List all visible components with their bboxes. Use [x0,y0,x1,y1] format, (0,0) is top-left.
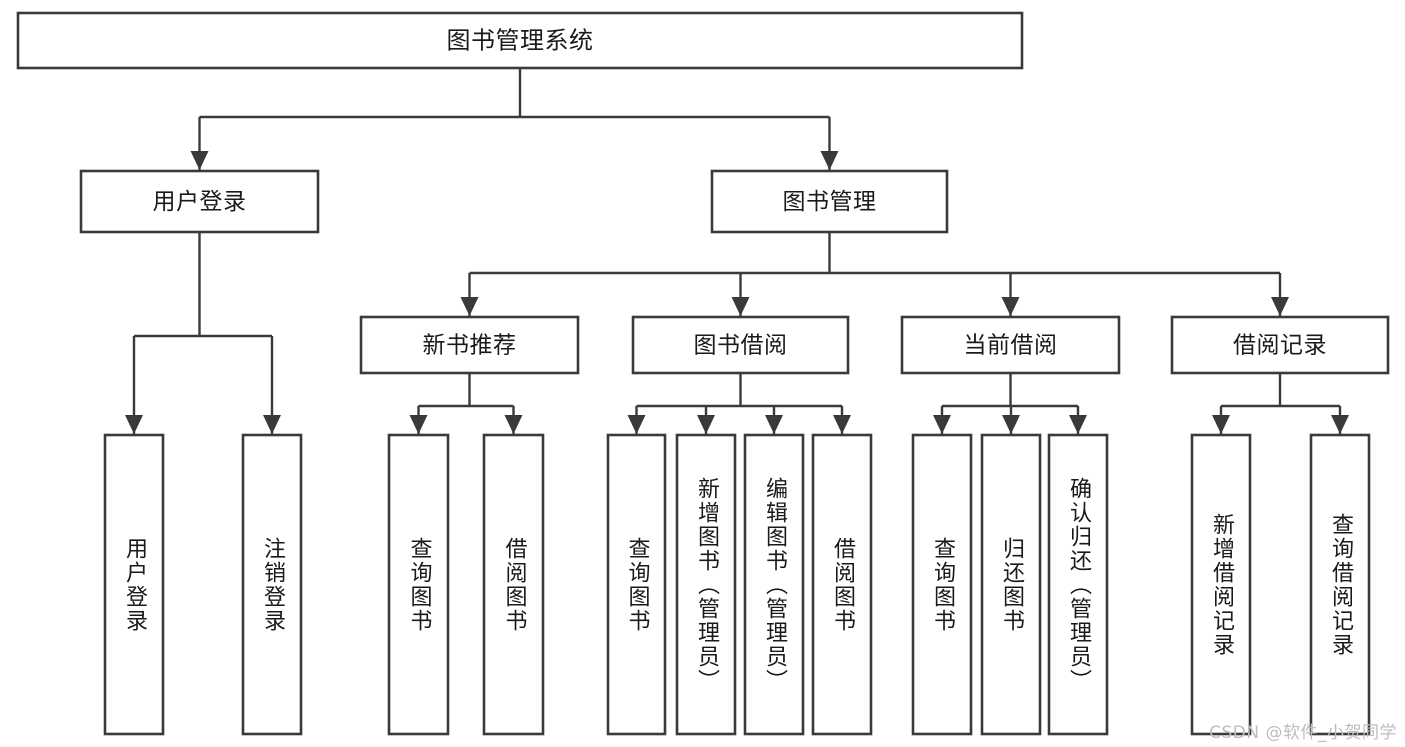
arrow-head-icon-new-book-recommend [460,297,479,316]
node-box-borrow-record [1170,315,1390,375]
node-box-new-book-recommend [359,315,580,375]
node-leaf-query-book-current[interactable] [911,433,973,736]
node-box-leaf-query-borrow-record [1309,433,1371,736]
arrow-head-icon-leaf-borrow-book [833,415,851,434]
node-leaf-confirm-return[interactable] [1047,433,1109,736]
arrow-head-icon-book-management [820,151,839,170]
node-label-user-login: 用户登录 [153,189,247,215]
arrow-head-icon-current-borrow [1001,297,1020,316]
node-leaf-query-book-recommend[interactable] [387,433,450,736]
arrow-head-icon-book-borrow [731,297,750,316]
node-leaf-add-book[interactable] [675,433,737,736]
node-borrow-record[interactable]: 借阅记录 [1170,315,1390,375]
node-current-borrow[interactable]: 当前借阅 [900,315,1121,375]
node-leaf-return-book[interactable] [980,433,1042,736]
node-box-leaf-borrow-book-recommend [482,433,545,736]
node-new-book-recommend[interactable]: 新书推荐 [359,315,580,375]
node-leaf-borrow-book-recommend[interactable] [482,433,545,736]
node-book-management[interactable]: 图书管理 [710,169,949,234]
node-label-root: 图书管理系统 [447,27,594,55]
arrow-head-icon-leaf-query-book-current [933,415,951,434]
node-leaf-borrow-book[interactable] [811,433,873,736]
node-box-user-login [79,169,320,234]
arrow-head-icon-leaf-logout [263,415,281,434]
node-box-leaf-edit-book [743,433,805,736]
node-box-leaf-query-book-recommend [387,433,450,736]
node-box-book-borrow [631,315,850,375]
node-box-leaf-query-book-current [911,433,973,736]
arrow-head-icon-leaf-query-borrow-record [1331,415,1349,434]
node-book-borrow[interactable]: 图书借阅 [631,315,850,375]
node-box-leaf-borrow-book [811,433,873,736]
arrow-head-icon-leaf-borrow-book-recommend [504,415,523,434]
node-box-leaf-add-book [675,433,737,736]
arrow-head-icon-user-login [190,151,209,170]
node-leaf-logout[interactable] [241,433,303,736]
node-leaf-user-login[interactable] [103,433,165,736]
arrow-head-icon-leaf-confirm-return [1069,415,1087,434]
node-box-leaf-return-book [980,433,1042,736]
node-leaf-query-book-borrow[interactable] [606,433,667,736]
watermark-text: CSDN @软件_小贺同学 [1209,723,1397,743]
node-leaf-edit-book[interactable] [743,433,805,736]
node-box-root [16,11,1024,70]
arrow-head-icon-leaf-edit-book [765,415,783,434]
node-box-current-borrow [900,315,1121,375]
arrow-head-icon-leaf-query-book-borrow [627,415,646,434]
arrow-head-icon-borrow-record [1271,297,1289,316]
node-label-new-book-recommend: 新书推荐 [423,333,517,359]
node-box-leaf-confirm-return [1047,433,1109,736]
node-leaf-query-borrow-record[interactable] [1309,433,1371,736]
node-label-book-borrow: 图书借阅 [694,333,788,359]
arrow-head-icon-leaf-add-book [697,415,715,434]
arrow-head-icon-leaf-return-book [1002,415,1020,434]
node-box-book-management [710,169,949,234]
node-box-leaf-user-login [103,433,165,736]
node-label-book-management: 图书管理 [783,189,877,215]
node-label-current-borrow: 当前借阅 [964,333,1058,359]
connectors-layer [125,68,1349,434]
node-box-leaf-query-book-borrow [606,433,667,736]
node-box-leaf-logout [241,433,303,736]
node-leaf-add-borrow-record[interactable] [1190,433,1252,736]
node-label-borrow-record: 借阅记录 [1233,333,1327,359]
arrow-head-icon-leaf-user-login [125,415,143,434]
arrow-head-icon-leaf-add-borrow-record [1212,415,1230,434]
node-box-leaf-add-borrow-record [1190,433,1252,736]
node-root[interactable]: 图书管理系统 [16,11,1024,70]
arrow-head-icon-leaf-query-book-recommend [409,415,428,434]
node-user-login[interactable]: 用户登录 [79,169,320,234]
